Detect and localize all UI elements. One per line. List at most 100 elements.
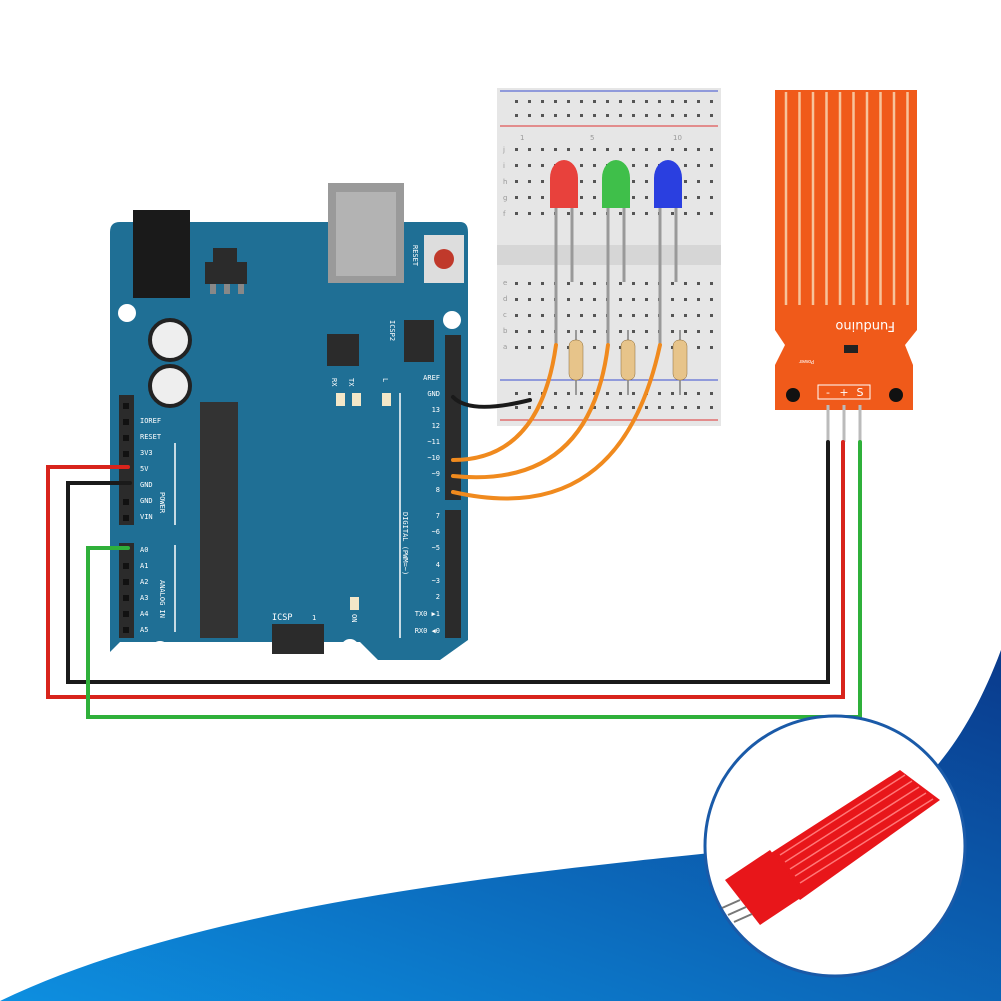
breadboard-hole (697, 100, 700, 103)
pin-label: 13 (432, 406, 440, 414)
breadboard-hole (645, 346, 648, 349)
breadboard-hole (593, 114, 596, 117)
pin-label: ~5 (432, 544, 440, 552)
power-label: POWER (158, 492, 166, 514)
breadboard-hole (619, 346, 622, 349)
breadboard-hole (593, 282, 596, 285)
row-letter: h (503, 178, 507, 186)
breadboard-hole (528, 314, 531, 317)
wire-pin8-blue-led (451, 343, 662, 501)
breadboard-hole (671, 100, 674, 103)
breadboard-hole (541, 330, 544, 333)
breadboard-hole (710, 314, 713, 317)
breadboard-hole (684, 148, 687, 151)
breadboard-hole (580, 196, 583, 199)
breadboard-hole (606, 392, 609, 395)
row-letter: b (503, 327, 508, 335)
pin-label: AREF (423, 374, 440, 382)
breadboard-hole (671, 314, 674, 317)
breadboard-hole (593, 164, 596, 167)
resistors (568, 330, 688, 395)
breadboard-hole (710, 180, 713, 183)
led-green (602, 160, 630, 345)
breadboard-hole (671, 346, 674, 349)
sensor-power-label: Power (798, 358, 814, 364)
breadboard-hole (697, 392, 700, 395)
breadboard-hole (567, 392, 570, 395)
sensor-brand-label: Funduino (835, 318, 895, 333)
breadboard-hole (528, 406, 531, 409)
breadboard-hole (710, 346, 713, 349)
breadboard-hole (619, 392, 622, 395)
breadboard-hole (580, 314, 583, 317)
breadboard-hole (515, 282, 518, 285)
breadboard-hole (593, 298, 596, 301)
wire-gnd-black (66, 440, 830, 684)
breadboard-hole (528, 346, 531, 349)
breadboard-hole (697, 314, 700, 317)
pin-label: IOREF (140, 417, 161, 425)
breadboard-hole (710, 196, 713, 199)
pin-label: A0 (140, 546, 148, 554)
row-letter: j (502, 146, 505, 154)
breadboard-hole (619, 330, 622, 333)
breadboard-hole (593, 180, 596, 183)
wire-gnd-breadboard (451, 395, 532, 409)
breadboard-hole (645, 164, 648, 167)
breadboard-hole (710, 212, 713, 215)
breadboard-hole (567, 330, 570, 333)
breadboard-hole (619, 298, 622, 301)
breadboard-hole (684, 330, 687, 333)
breadboard-hole (580, 100, 583, 103)
pin-label: ~11 (427, 438, 440, 446)
breadboard-hole (528, 180, 531, 183)
breadboard-hole (606, 114, 609, 117)
breadboard-hole (528, 392, 531, 395)
breadboard-hole (580, 406, 583, 409)
left-pin-labels: IOREF RESET 3V3 5V GND GND VIN A0 A1 A2 … (140, 417, 166, 634)
breadboard-hole (684, 298, 687, 301)
breadboard-hole (515, 392, 518, 395)
row-letter: d (503, 295, 507, 303)
right-pin-labels: AREF GND 13 12 ~11 ~10 ~9 8 7 ~6 ~5 4 ~3… (415, 374, 440, 635)
breadboard-hole (671, 114, 674, 117)
breadboard-hole (658, 148, 661, 151)
breadboard-hole (671, 282, 674, 285)
pin-label: RESET (140, 433, 162, 441)
breadboard-hole (541, 180, 544, 183)
icsp-pin1-label: 1 (312, 614, 316, 622)
breadboard-hole (528, 282, 531, 285)
pin-label: A3 (140, 594, 148, 602)
breadboard-hole (528, 212, 531, 215)
breadboard-hole (554, 114, 557, 117)
pin-label: A4 (140, 610, 148, 618)
breadboard-hole (515, 298, 518, 301)
breadboard-hole (684, 180, 687, 183)
breadboard-hole (697, 212, 700, 215)
breadboard-hole (632, 282, 635, 285)
breadboard-hole (619, 212, 622, 215)
breadboard-hole (671, 148, 674, 151)
breadboard-hole (619, 100, 622, 103)
breadboard-hole (697, 164, 700, 167)
tx-label: TX (347, 378, 355, 387)
pin-label: A2 (140, 578, 148, 586)
breadboard-hole (632, 212, 635, 215)
pin-label: ~9 (432, 470, 440, 478)
breadboard-hole (567, 100, 570, 103)
breadboard-hole (658, 100, 661, 103)
breadboard-hole (697, 196, 700, 199)
column-number: 1 (520, 134, 524, 142)
row-letter: f (503, 210, 506, 218)
pin-signal-label: S (857, 386, 864, 399)
wire-a0-green (86, 440, 862, 719)
breadboard-hole (619, 314, 622, 317)
breadboard-hole (541, 100, 544, 103)
breadboard-hole (515, 212, 518, 215)
arduino-uno-board: RESET ICSP2 RX TX L ON ICSP 1 IOREF RESE… (110, 183, 468, 660)
row-letter: a (503, 343, 507, 351)
breadboard-hole (684, 406, 687, 409)
pin-label: VIN (140, 513, 153, 521)
breadboard-hole (580, 298, 583, 301)
breadboard-hole (632, 392, 635, 395)
